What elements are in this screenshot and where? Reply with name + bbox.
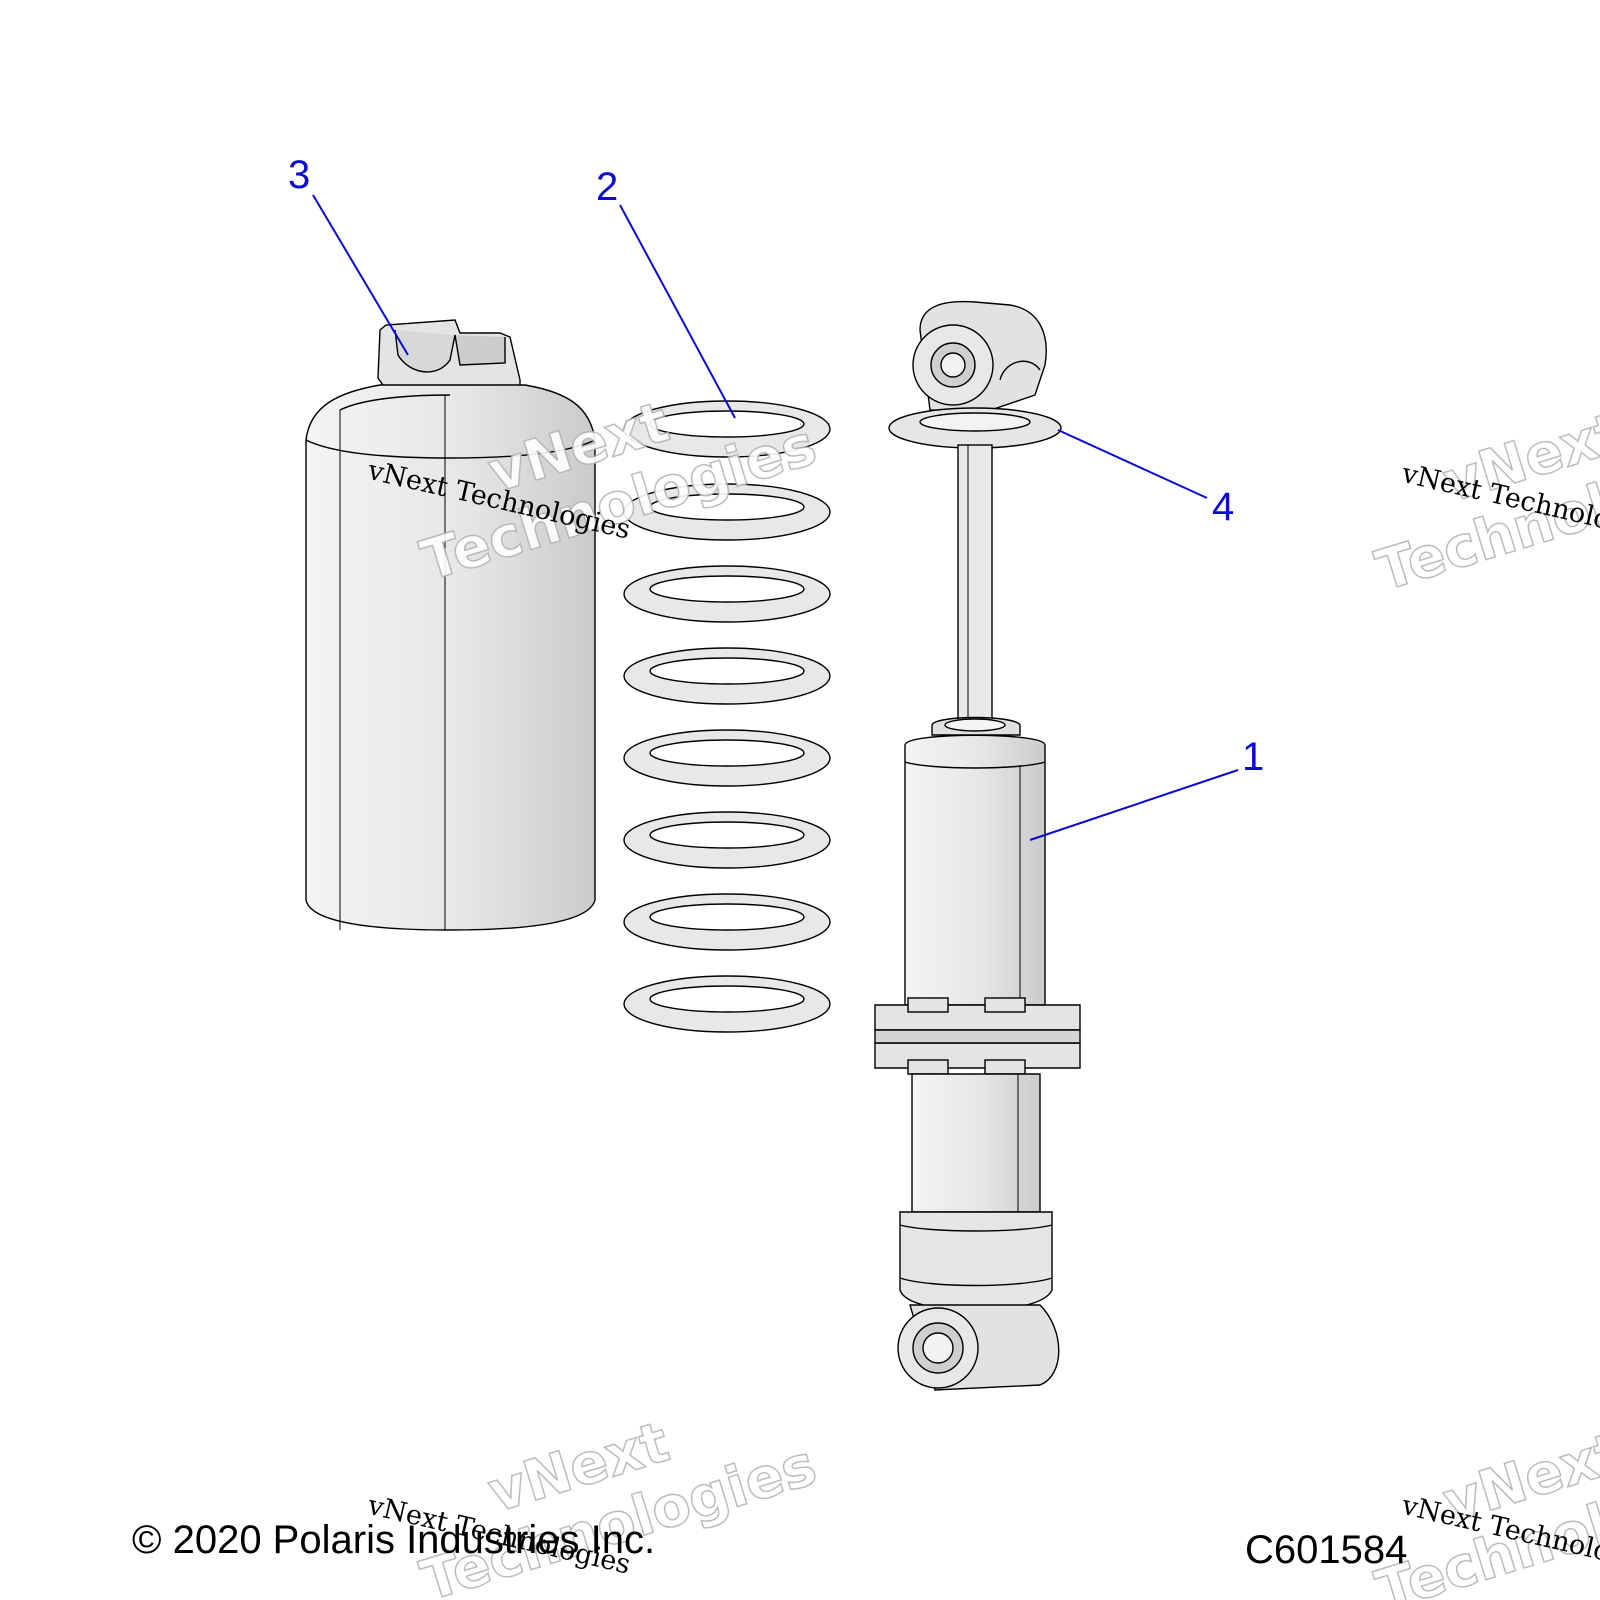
spring-coil <box>623 647 831 705</box>
callout-2-label: 2 <box>596 165 618 209</box>
callout-3-label: 3 <box>288 153 310 197</box>
copyright-notice: © 2020 Polaris Industries Inc. <box>132 1518 656 1562</box>
spring-coil <box>623 400 831 458</box>
drawing-number: C601584 <box>1245 1528 1408 1572</box>
spring-coil <box>623 483 831 541</box>
spring-coil <box>623 729 831 787</box>
callout-1-leader <box>1029 769 1239 841</box>
spring-part <box>623 400 831 1033</box>
callout-4-leader <box>1057 429 1208 499</box>
boot-part <box>305 319 596 931</box>
spring-coil <box>623 565 831 623</box>
preload-collar <box>874 997 1081 1075</box>
shock-absorber-part <box>874 300 1081 1391</box>
callout-3-leader <box>312 194 409 356</box>
spring-coil <box>623 975 831 1033</box>
callout-1-label: 1 <box>1242 735 1264 779</box>
callout-2-leader <box>619 204 736 419</box>
spring-coil <box>623 893 831 951</box>
callout-4-label: 4 <box>1212 485 1234 529</box>
spring-retainer-part <box>888 407 1062 449</box>
spring-coil <box>623 811 831 869</box>
